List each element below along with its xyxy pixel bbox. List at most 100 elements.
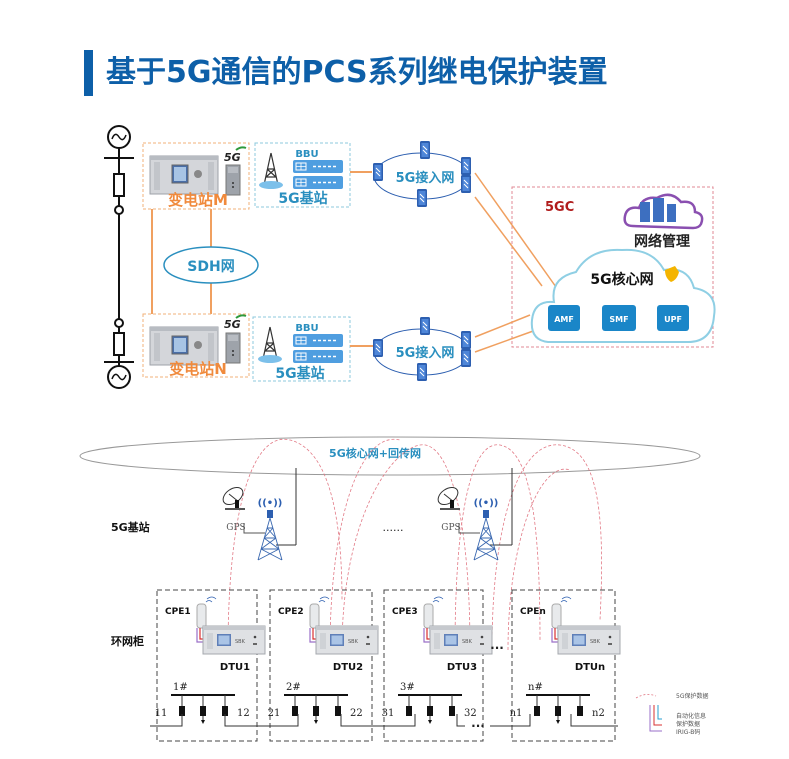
bus-label: 1# <box>173 682 188 693</box>
legend-label: 自动化信息 <box>676 712 706 720</box>
dtu-device-icon <box>557 625 621 655</box>
smf-label: SMF <box>609 315 628 324</box>
row-label-ring-cabinet: 环网柜 <box>111 634 144 648</box>
base-station-m-label: 5G基站 <box>278 190 327 207</box>
access-network-2-label: 5G接入网 <box>396 345 455 361</box>
amf-box <box>548 305 580 331</box>
substation-n-label: 变电站N <box>169 360 227 378</box>
legend-swatch <box>653 705 662 726</box>
cable <box>423 628 432 643</box>
unit-dashed-border <box>156 589 258 742</box>
network-management-label: 网络管理 <box>634 233 690 250</box>
switch-label-right: n2 <box>592 708 605 719</box>
5g-badge-m: 5G <box>224 151 241 164</box>
dtu-device-icon <box>202 625 266 655</box>
sdh-links <box>151 209 212 314</box>
upf-box <box>657 305 689 331</box>
5g-badge-n: 5G <box>224 318 241 331</box>
bbu-label-m: BBU <box>295 149 318 160</box>
sdh-network: SDH网 <box>163 246 259 284</box>
signal-icon <box>235 146 247 151</box>
switch-icon <box>427 706 433 716</box>
dtu-label: DTU1 <box>220 662 250 673</box>
legend-label: 保护数据 <box>676 720 700 728</box>
switch-label-left: 21 <box>268 708 281 719</box>
access-network-1-label: 5G接入网 <box>396 170 455 186</box>
switch-icon <box>534 706 540 716</box>
5gc-label: 5GC <box>545 200 574 215</box>
cpe-icon <box>551 596 572 629</box>
bbu-label-n: BBU <box>295 323 318 334</box>
shield-icon <box>665 266 679 282</box>
upf-label: UPF <box>664 315 682 324</box>
switch-label-right: 12 <box>237 708 250 719</box>
units-ellipsis: ··· <box>490 641 504 655</box>
legend-label: IRIG-B码 <box>676 728 700 736</box>
bus-label: 3# <box>400 682 415 693</box>
legend-label: 5G保护数据 <box>676 692 708 700</box>
backbone-label: 5G核心网+回传网 <box>329 446 421 460</box>
load-arrow-icon <box>556 720 560 724</box>
cable <box>551 628 560 643</box>
switch-icon <box>313 706 319 716</box>
base-station-2: GPS <box>434 468 513 561</box>
legend-swatch <box>649 705 662 732</box>
stations-ellipsis: ...... <box>383 521 404 534</box>
unit-dashed-border <box>269 589 373 742</box>
dtu-device-icon <box>429 625 493 655</box>
sdh-label: SDH网 <box>187 259 234 275</box>
load-arrow-icon <box>428 720 432 724</box>
switch-label-left: 31 <box>382 708 395 719</box>
page-title: 基于5G通信的PCS系列继电保护装置 <box>106 55 608 90</box>
5g-protection-data-arcs <box>227 438 602 651</box>
dtu-label: DTU2 <box>333 662 363 673</box>
switch-label-right: 32 <box>464 708 477 719</box>
switch-icon <box>222 706 228 716</box>
dtu-label: DTUn <box>575 662 605 673</box>
cpe-label: CPE2 <box>278 607 304 617</box>
signal-icon <box>235 314 247 319</box>
cpe-label: CPEn <box>520 607 546 617</box>
amf-label: AMF <box>554 315 574 324</box>
load-arrow-icon <box>314 720 318 724</box>
gps-label: GPS <box>441 523 460 533</box>
unit-dashed-border <box>383 589 484 742</box>
lattice-tower-icon <box>257 497 283 561</box>
switch-icon <box>406 706 412 716</box>
switch-icon <box>292 706 298 716</box>
legend-5g-data-swatch <box>635 694 657 699</box>
switch-label-right: 22 <box>350 708 363 719</box>
bus-label: n# <box>528 682 543 693</box>
switch-label-left: n1 <box>510 708 523 719</box>
row-label-base-station: 5G基站 <box>111 520 150 534</box>
dtu-device-icon <box>315 625 379 655</box>
legend-swatch <box>657 705 662 720</box>
substation-m: 5G 变电站M <box>142 142 250 210</box>
5g-core-cloud: 5G核心网 AMF SMF UPF <box>530 248 716 343</box>
backbone-network: 5G核心网+回传网 <box>79 436 701 476</box>
switch-icon <box>577 706 583 716</box>
gps-label: GPS <box>226 523 245 533</box>
gps-dish-icon <box>219 483 247 511</box>
access-network-1: 5G接入网 <box>372 140 472 208</box>
switch-icon <box>200 706 206 716</box>
dtu-label: DTU3 <box>447 662 477 673</box>
base-station-m: BBU 5G基站 <box>254 142 372 208</box>
lattice-tower-icon <box>473 497 499 561</box>
base-station-1: GPS <box>219 468 297 561</box>
gps-dish-icon <box>434 483 462 511</box>
core-links <box>474 172 557 353</box>
load-arrow-icon <box>201 720 205 724</box>
cpe-label: CPE3 <box>392 607 418 617</box>
network-management: 网络管理 <box>623 193 704 250</box>
substation-m-label: 变电站M <box>168 191 228 209</box>
cpe-icon <box>196 596 217 629</box>
switch-icon <box>449 706 455 716</box>
base-station-n: BBU 5G基站 <box>252 316 374 382</box>
smf-box <box>602 305 636 331</box>
